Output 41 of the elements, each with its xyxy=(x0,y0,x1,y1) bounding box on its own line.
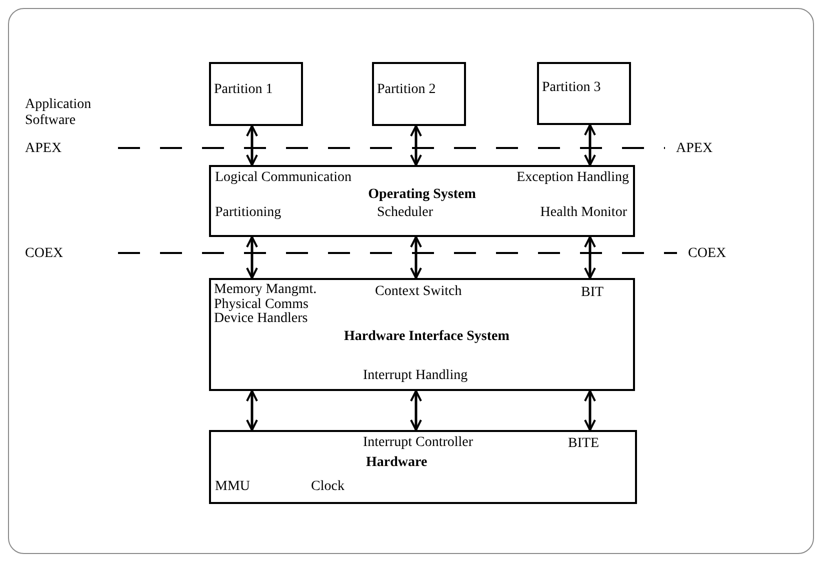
double-arrow xyxy=(584,124,596,166)
layer-box xyxy=(209,165,635,237)
component-label: Memory Mangmt. xyxy=(214,282,317,297)
interface-label: COEX xyxy=(25,246,64,262)
double-arrow xyxy=(246,390,258,431)
component-label: Clock xyxy=(311,479,344,494)
layer-box xyxy=(209,430,637,504)
partition-box xyxy=(537,62,631,125)
box-label: Partition 1 xyxy=(214,82,273,97)
double-arrow xyxy=(584,236,596,279)
layer-box xyxy=(209,278,635,391)
interface-label: COEX xyxy=(688,246,726,262)
box-label: Partition 2 xyxy=(377,82,436,97)
box-title: Operating System xyxy=(367,187,477,202)
partition-box xyxy=(209,62,303,126)
component-label: Exception Handling xyxy=(516,170,629,185)
component-label: Partitioning xyxy=(215,205,282,220)
component-label: Scheduler xyxy=(377,205,433,220)
box-label: Partition 3 xyxy=(542,80,601,95)
interface-label: APEX xyxy=(676,141,713,157)
double-arrow xyxy=(410,236,422,279)
component-label: Physical Comms xyxy=(214,297,309,312)
double-arrow xyxy=(584,390,596,431)
component-label: Health Monitor xyxy=(540,205,627,220)
double-arrow xyxy=(246,236,258,279)
component-label: Interrupt Handling xyxy=(363,368,468,383)
interface-label: APEX xyxy=(25,141,62,157)
component-label: Interrupt Controller xyxy=(363,435,474,450)
double-arrow xyxy=(410,125,422,166)
component-label: Device Handlers xyxy=(214,311,308,326)
component-label: MMU xyxy=(215,479,250,494)
double-arrow xyxy=(410,390,422,431)
box-title: Hardware xyxy=(366,455,428,470)
double-arrow xyxy=(246,125,258,166)
layer-label: Application Software xyxy=(25,97,92,129)
component-label: Context Switch xyxy=(375,284,462,299)
box-title: Hardware Interface System xyxy=(344,329,510,344)
partition-box xyxy=(372,62,466,126)
component-label: BIT xyxy=(581,285,604,300)
component-label: BITE xyxy=(568,436,600,451)
component-label: Logical Communication xyxy=(215,170,352,185)
